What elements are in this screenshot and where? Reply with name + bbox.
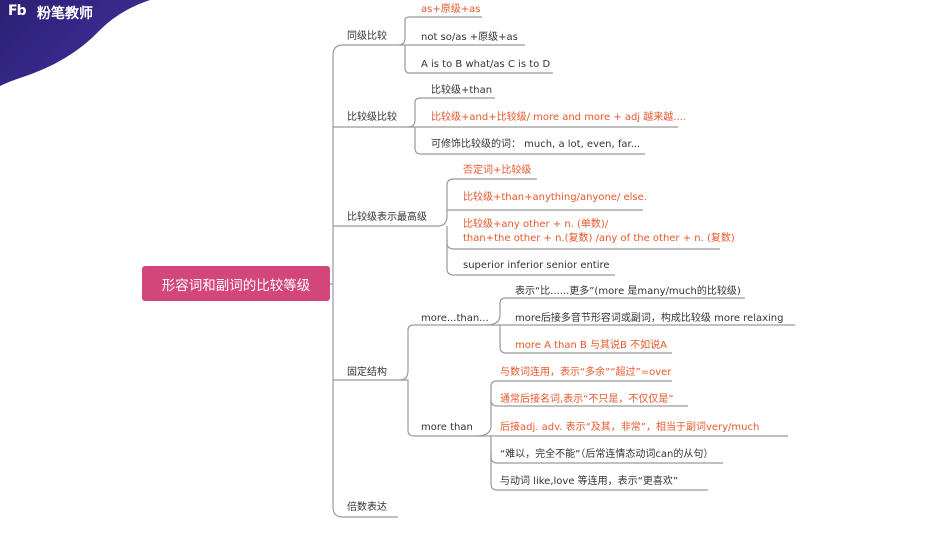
brand-logo-icon: Fb <box>8 3 27 19</box>
list-item[interactable]: not so/as +原级+as <box>421 32 518 43</box>
list-item[interactable]: more后接多音节形容词或副词，构成比较级 more relaxing <box>515 313 784 324</box>
list-item[interactable]: 通常后接名词,表示“不只是，不仅仅是” <box>500 394 674 405</box>
list-item[interactable]: 比较级+than+anything/anyone/ else. <box>463 192 647 203</box>
subbranch-more-than[interactable]: more than <box>421 422 473 433</box>
branch-comparative-as-superlative[interactable]: 比较级表示最高级 <box>347 212 427 223</box>
list-item[interactable]: superior inferior senior entire <box>463 260 610 271</box>
list-item[interactable]: 比较级+than <box>431 85 493 96</box>
list-item[interactable]: as+原级+as <box>421 4 481 15</box>
list-item[interactable]: 与动词 like,love 等连用，表示“更喜欢” <box>500 476 679 487</box>
subbranch-more-than-dots[interactable]: more...than... <box>421 313 489 324</box>
branch-fixed-structures[interactable]: 固定结构 <box>347 367 387 378</box>
list-item[interactable]: than+the other + n.(复数) /any of the othe… <box>463 233 735 244</box>
list-item[interactable]: 表示“比......更多”(more 是many/much的比较级) <box>515 286 741 297</box>
branch-comparative[interactable]: 比较级比较 <box>347 112 397 123</box>
list-item[interactable]: 后接adj. adv. 表示“及其，非常”，相当于副词very/much <box>500 422 760 433</box>
brand-name: 粉笔教师 <box>37 6 93 22</box>
list-item[interactable]: 与数词连用，表示“多余”“超过”=over <box>500 367 672 378</box>
branch-multiples[interactable]: 倍数表达 <box>347 502 387 513</box>
list-item[interactable]: A is to B what/as C is to D <box>421 59 551 70</box>
root-topic[interactable]: 形容词和副词的比较等级 <box>142 266 330 301</box>
list-item[interactable]: “难以，完全不能”（后常连情态动词can的从句） <box>500 449 714 460</box>
list-item[interactable]: 可修饰比较级的词： much, a lot, even, far... <box>431 139 641 150</box>
list-item[interactable]: 比较级+any other + n. (单数)/ <box>463 219 609 230</box>
branch-equal-comparison[interactable]: 同级比较 <box>347 31 387 42</box>
list-item[interactable]: 否定词+比较级 <box>463 165 532 176</box>
list-item[interactable]: 比较级+and+比较级/ more and more + adj 越来越.... <box>431 112 686 123</box>
list-item[interactable]: more A than B 与其说B 不如说A <box>515 340 667 351</box>
